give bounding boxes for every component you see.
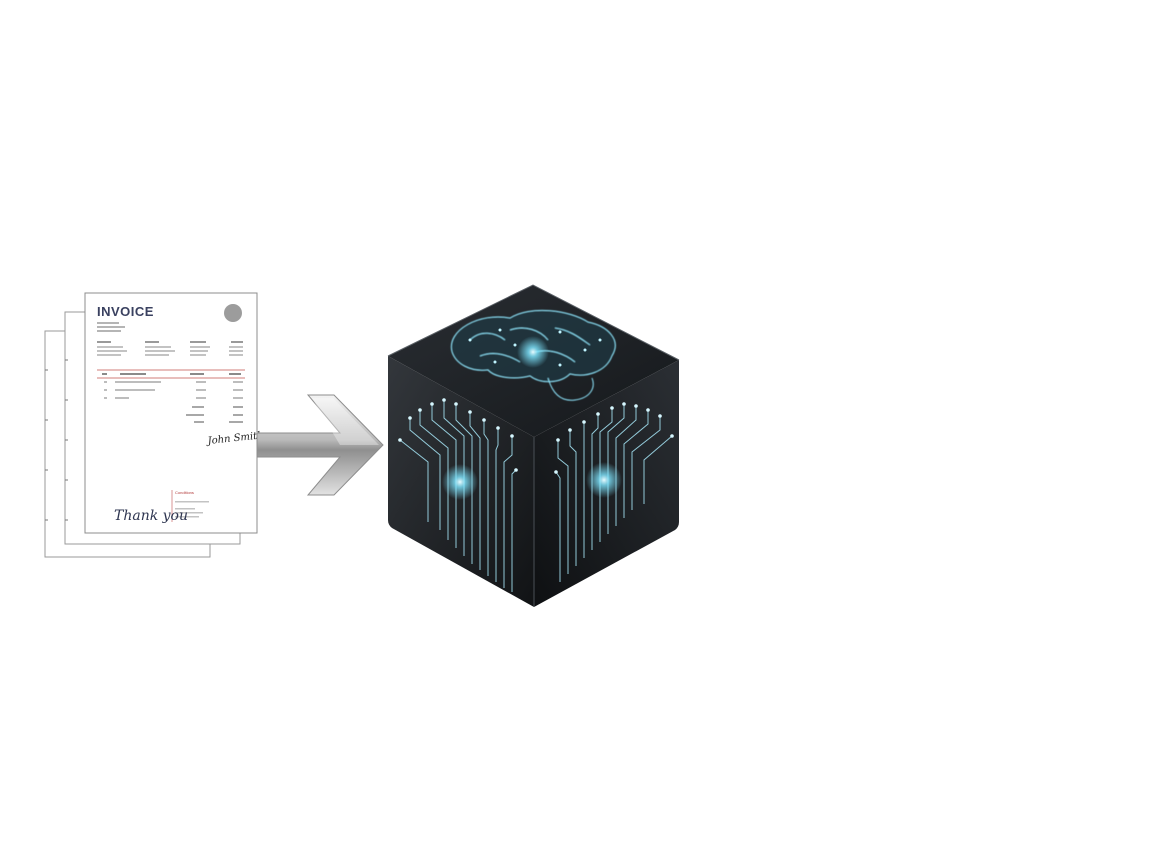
invoice-terms-label: Conditions	[175, 490, 194, 495]
invoice-stack-icon: INVOICE	[44, 292, 264, 558]
brain-circuit-cube-icon	[387, 284, 680, 607]
invoice-document: INVOICE	[84, 292, 264, 534]
invoice-thank-you: Thank you	[114, 508, 188, 524]
invoice-title: INVOICE	[97, 304, 154, 319]
invoice-logo-icon	[224, 304, 242, 322]
circuit-right-icon	[555, 404, 673, 582]
right-arrow-icon	[256, 394, 384, 496]
